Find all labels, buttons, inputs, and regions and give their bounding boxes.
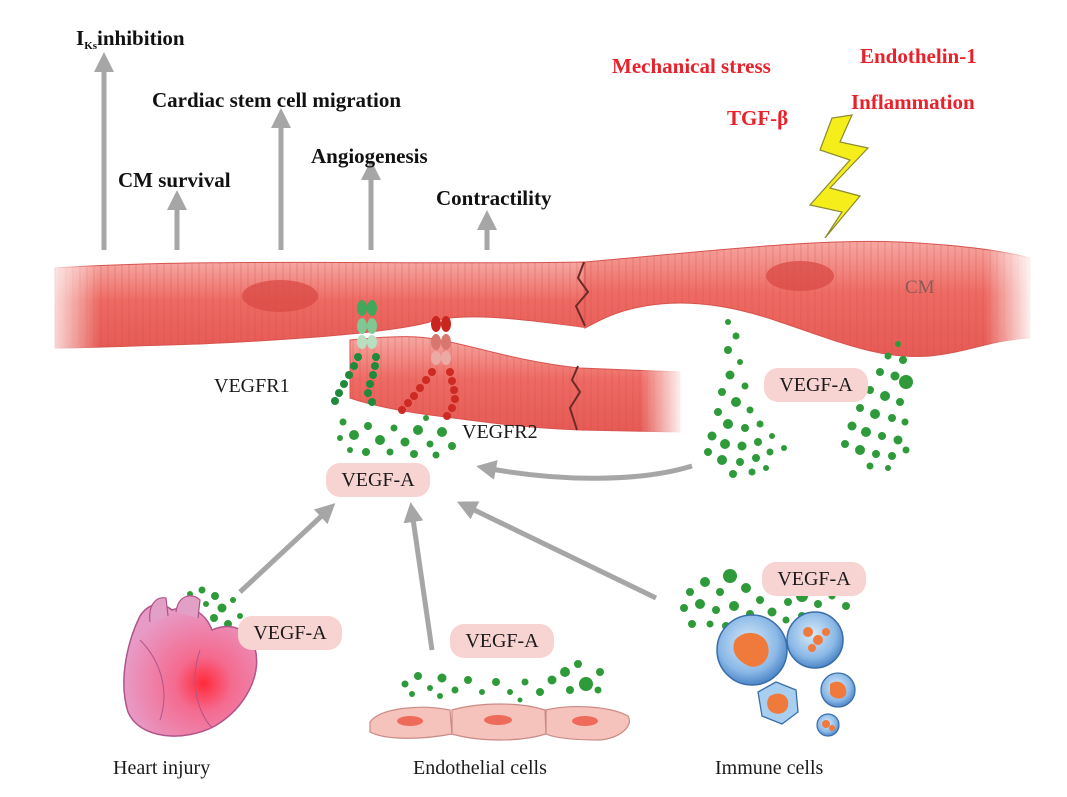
iks-inhibition-text: inhibition xyxy=(97,26,185,50)
heart-icon xyxy=(123,595,258,737)
label-heart-injury: Heart injury xyxy=(113,757,211,779)
vegf-dots-endothelial xyxy=(401,660,604,703)
vegfr1-receptor-icon xyxy=(331,300,380,406)
label-mechanical-stress: Mechanical stress xyxy=(612,54,771,78)
vegf-dots-cm-right xyxy=(841,341,913,471)
label-endothelial-cells: Endothelial cells xyxy=(413,757,547,779)
stress-lightning-icon xyxy=(808,114,870,239)
label-vegfr1: VEGFR1 xyxy=(214,375,290,397)
label-endothelin-1: Endothelin-1 xyxy=(860,44,977,68)
cardiomyocyte-right xyxy=(574,240,1035,358)
effect-arrows xyxy=(94,52,497,250)
arrow-heart-to-vegf xyxy=(238,503,336,594)
vegf-a-immune-badge: VEGF-A xyxy=(762,562,866,596)
source-arrows xyxy=(238,460,693,651)
label-angiogenesis: Angiogenesis xyxy=(311,144,428,168)
iks-subscript: Ks xyxy=(84,40,98,52)
cardiomyocyte-left xyxy=(40,255,586,355)
label-cm: CM xyxy=(905,277,935,298)
immune-cells-icon xyxy=(716,611,856,737)
vegf-dots-center xyxy=(337,415,456,459)
vegf-a-center-badge: VEGF-A xyxy=(326,463,430,497)
vegf-a-heart-badge: VEGF-A xyxy=(238,616,342,650)
label-stem-cell-migration: Cardiac stem cell migration xyxy=(152,88,402,112)
label-inflammation: Inflammation xyxy=(851,90,975,114)
arrow-endothelial-to-vegf xyxy=(403,502,435,651)
label-iks-inhibition: IKsinhibition xyxy=(76,28,185,52)
vegf-dots-cm-left xyxy=(704,319,787,478)
cardiomyocyte-branch xyxy=(349,318,685,437)
iks-letter: I xyxy=(76,26,85,50)
arrow-cm-to-vegf xyxy=(476,460,693,481)
label-vegfr2: VEGFR2 xyxy=(462,421,538,443)
label-contractility: Contractility xyxy=(436,186,552,210)
arrow-immune-to-vegf xyxy=(456,501,658,601)
vegf-a-cm-badge: VEGF-A xyxy=(764,368,868,402)
label-tgf-beta: TGF-β xyxy=(727,106,789,130)
endothelial-cells-icon xyxy=(369,703,630,741)
label-immune-cells: Immune cells xyxy=(715,757,824,779)
label-cm-survival: CM survival xyxy=(118,168,231,192)
vegfr2-receptor-icon xyxy=(398,316,459,420)
vegf-a-endothelial-badge: VEGF-A xyxy=(450,624,554,658)
